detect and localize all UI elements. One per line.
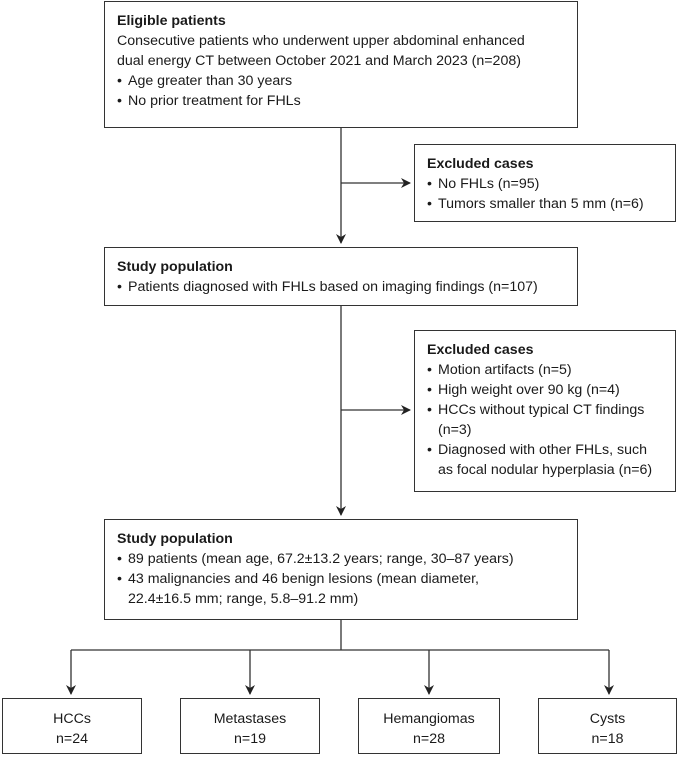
group-box-hccs: HCCs n=24 [2, 698, 142, 754]
group-name: Hemangiomas [383, 711, 475, 727]
excluded-cases-box-2: Excluded cases Motion artifacts (n=5) Hi… [414, 330, 676, 492]
study2-bullet-1: 89 patients (mean age, 67.2±13.2 years; … [117, 549, 565, 569]
study-population-box-2: Study population 89 patients (mean age, … [104, 519, 578, 620]
group-name: Metastases [213, 711, 287, 727]
excluded2-bullet-2: High weight over 90 kg (n=4) [427, 380, 663, 400]
group-name: HCCs [53, 711, 91, 727]
study2-title: Study population [117, 531, 233, 547]
eligible-line-1: Consecutive patients who underwent upper… [117, 33, 525, 49]
eligible-title: Eligible patients [117, 13, 226, 29]
eligible-line-2: dual energy CT between October 2021 and … [117, 53, 521, 69]
excluded-cases-box-1: Excluded cases No FHLs (n=95) Tumors sma… [414, 144, 676, 222]
excluded1-title: Excluded cases [427, 156, 534, 172]
eligible-bullet-2: No prior treatment for FHLs [117, 91, 565, 111]
eligible-bullet-1: Age greater than 30 years [117, 71, 565, 91]
study1-title: Study population [117, 259, 233, 275]
study1-bullet-1: Patients diagnosed with FHLs based on im… [117, 277, 565, 297]
study2-bullet-2: 43 malignancies and 46 benign lesions (m… [117, 569, 565, 609]
excluded2-bullet-3: HCCs without typical CT findings(n=3) [427, 400, 663, 440]
excluded1-bullet-2: Tumors smaller than 5 mm (n=6) [427, 194, 663, 214]
group-box-metastases: Metastases n=19 [180, 698, 320, 754]
group-box-cysts: Cysts n=18 [538, 698, 677, 754]
group-count: n=24 [56, 731, 88, 747]
excluded1-bullet-1: No FHLs (n=95) [427, 174, 663, 194]
excluded2-title: Excluded cases [427, 342, 534, 358]
group-name: Cysts [589, 711, 626, 727]
excluded2-bullet-1: Motion artifacts (n=5) [427, 360, 663, 380]
eligible-patients-box: Eligible patients Consecutive patients w… [104, 1, 578, 128]
group-count: n=28 [413, 731, 445, 747]
group-box-hemangiomas: Hemangiomas n=28 [358, 698, 500, 754]
group-count: n=18 [591, 731, 624, 747]
study-population-box-1: Study population Patients diagnosed with… [104, 247, 578, 306]
group-count: n=19 [234, 731, 266, 747]
